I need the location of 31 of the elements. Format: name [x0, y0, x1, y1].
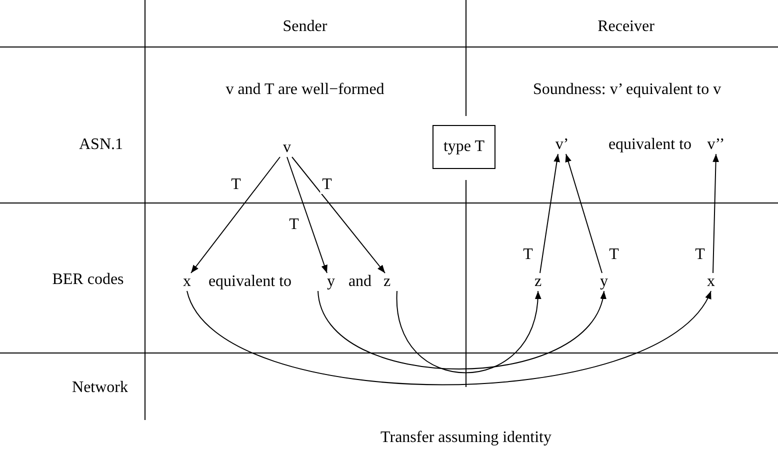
- column-header: Network: [72, 379, 128, 397]
- arrow: [565, 154, 602, 274]
- arrow: [712, 154, 719, 274]
- arrow: [292, 156, 386, 274]
- variable-label: y: [327, 273, 335, 291]
- note-text: Soundness: v’ equivalent to v: [532, 81, 722, 99]
- arrow: [190, 156, 280, 274]
- variable-label: y: [600, 273, 608, 291]
- variable-label: z: [383, 273, 391, 291]
- variable-label: v: [283, 139, 291, 157]
- variable-label: v’’: [707, 136, 725, 154]
- column-header: Receiver: [598, 18, 654, 36]
- note-text: equivalent to: [608, 136, 692, 154]
- arrow: [186, 290, 712, 386]
- arrow: [286, 156, 328, 274]
- arrow: [396, 290, 540, 374]
- variable-label: z: [534, 273, 542, 291]
- column-header: BER codes: [52, 271, 124, 289]
- variable-label: x: [707, 273, 715, 291]
- variable-label: v’: [555, 136, 569, 154]
- column-header: ASN.1: [79, 136, 123, 154]
- note-text: equivalent to: [208, 273, 292, 291]
- note-text: and: [348, 273, 372, 291]
- arrow: [318, 290, 605, 370]
- note-text: Transfer assuming identity: [380, 429, 552, 447]
- arrow: [540, 154, 560, 274]
- type-box: type T: [432, 125, 496, 169]
- note-text: v and T are well−formed: [226, 81, 384, 99]
- column-header: Sender: [282, 18, 328, 36]
- variable-label: x: [183, 273, 191, 291]
- edge-label: T: [320, 176, 334, 194]
